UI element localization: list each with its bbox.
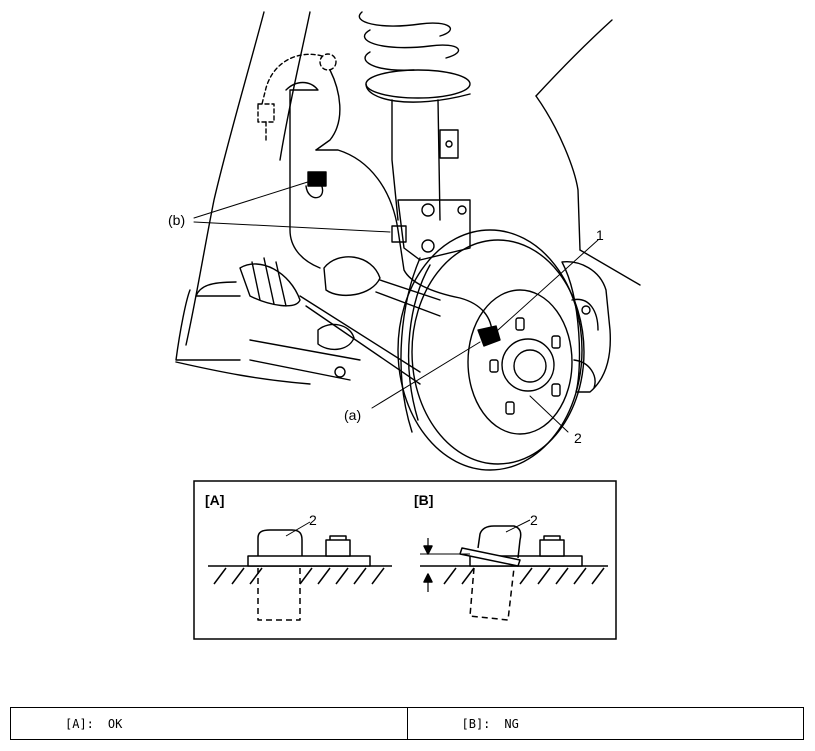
callout-2: 2	[574, 430, 582, 446]
callout-b: (b)	[168, 212, 185, 228]
panel-b	[420, 519, 608, 621]
callout-a: (a)	[344, 407, 361, 423]
panel-b-label: [B]	[414, 492, 433, 508]
leader-lines	[193, 179, 599, 433]
callout-1: 1	[596, 227, 604, 243]
strut-assembly	[358, 11, 471, 261]
removed-harness-dashed	[257, 53, 337, 141]
legend-key-b: [B]:	[461, 716, 491, 731]
sensor-harness	[285, 69, 493, 335]
inset-comparison: [A] [B] 2 2	[193, 480, 617, 640]
legend-cell-a: [A]: OK	[11, 708, 407, 739]
fender-outline	[175, 11, 641, 361]
panel-b-callout: 2	[530, 512, 538, 528]
drive-shaft	[175, 256, 441, 385]
legend-value-b: NG	[504, 716, 519, 731]
wheel-speed-sensor-diagram: (b) (a) 1 2	[168, 11, 641, 640]
diagram-canvas: (b) (a) 1 2	[168, 11, 641, 640]
legend-cell-b: [B]: NG	[406, 708, 804, 739]
wheel-speed-sensor	[477, 325, 501, 347]
legend-value-a: OK	[107, 716, 123, 731]
panel-a-callout: 2	[309, 512, 317, 528]
panel-a-label: [A]	[205, 492, 224, 508]
panel-a	[208, 521, 392, 621]
legend-table: [A]: OK [B]: NG	[10, 707, 804, 740]
brake-caliper	[561, 261, 612, 393]
brake-disc	[397, 229, 585, 471]
legend-key-a: [A]:	[65, 716, 94, 731]
